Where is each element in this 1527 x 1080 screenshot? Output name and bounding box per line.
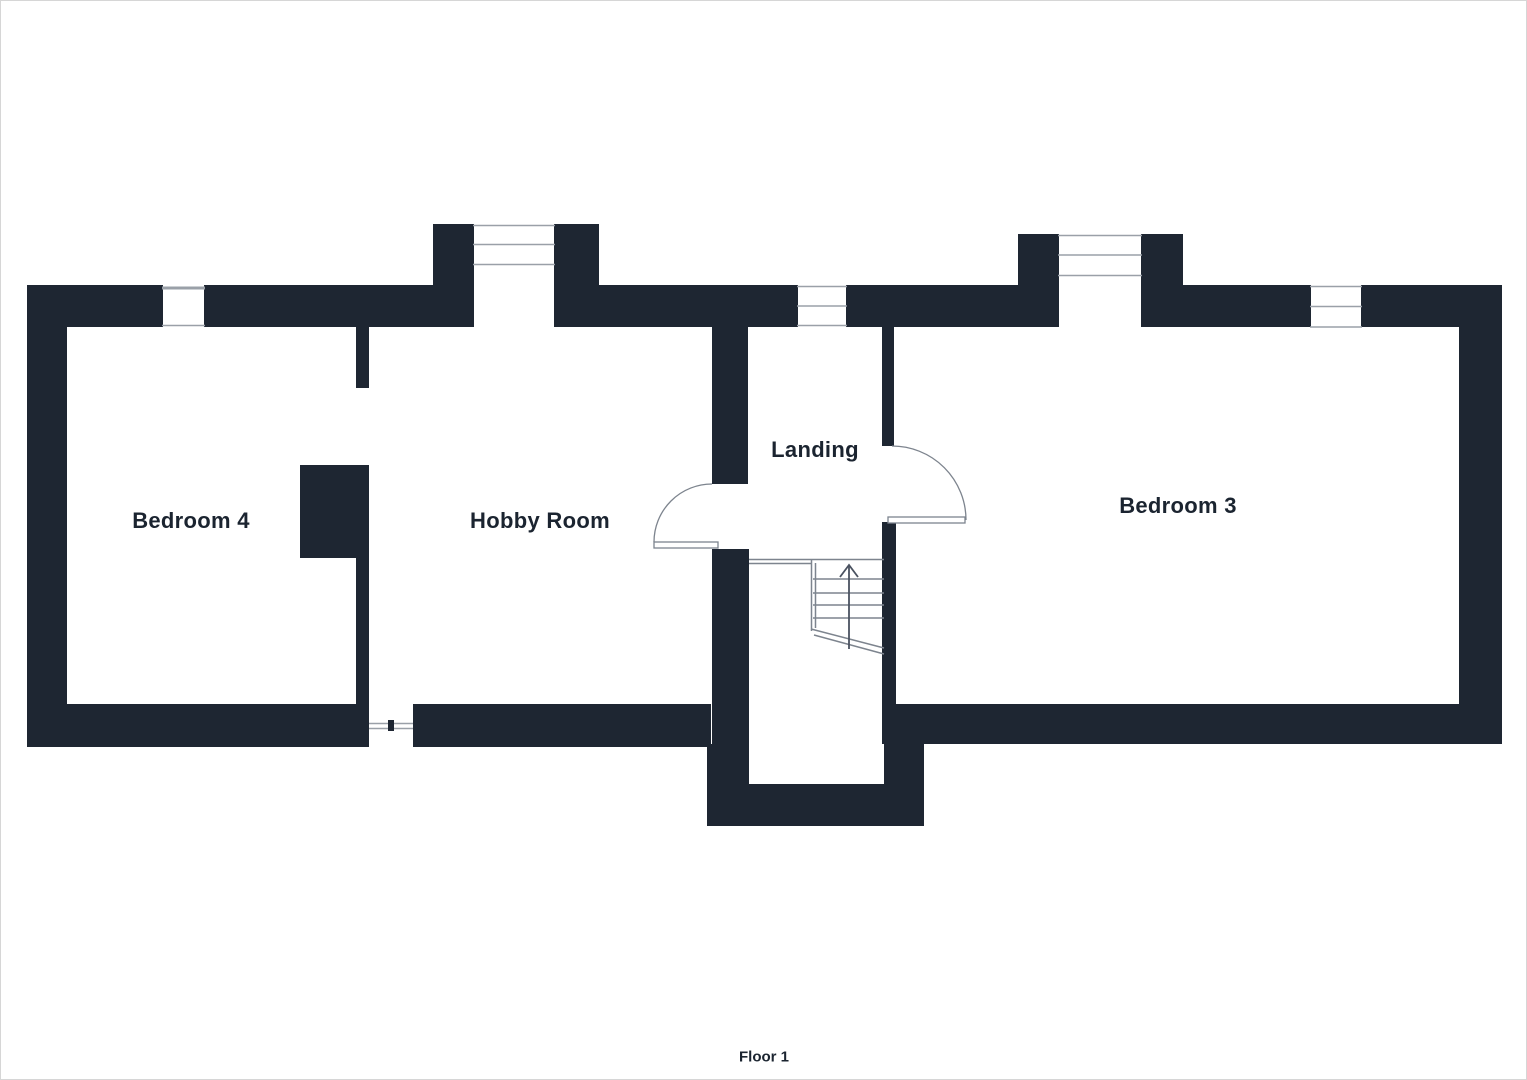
wall-bottom-bedroom4 xyxy=(27,704,369,747)
window-bottom-gap xyxy=(369,704,413,747)
wall-bottom-hobby xyxy=(413,704,711,747)
door-arc-hobby-landing xyxy=(653,483,713,543)
wall-hobby-landing-upper xyxy=(712,327,748,484)
doors xyxy=(653,445,967,549)
door-arc-landing-bedroom3 xyxy=(891,445,967,521)
door-hobby-landing xyxy=(653,483,719,549)
stairs xyxy=(749,558,885,655)
wall-top-mid-b xyxy=(846,285,1018,327)
wall-divider-stub xyxy=(356,327,369,388)
wall-landing-b3-upper xyxy=(882,327,894,446)
window-b3-bump xyxy=(1058,234,1142,277)
door-landing-bedroom3 xyxy=(887,445,967,524)
window-bedroom3-top xyxy=(1310,285,1362,328)
wall-top-bedroom4-a xyxy=(27,285,163,327)
wall-hobby-bump-right xyxy=(554,224,599,327)
wall-b3-bump-right xyxy=(1141,234,1183,327)
wall-closet-block xyxy=(300,465,369,558)
wall-outer-left xyxy=(27,285,67,747)
room-label-bedroom-4: Bedroom 4 xyxy=(132,508,250,533)
room-label-hobby-room: Hobby Room xyxy=(470,508,610,533)
window-landing-top xyxy=(797,285,847,327)
walls xyxy=(27,224,1502,826)
wall-stairwell-bump-right xyxy=(884,744,924,826)
stair-winder-line-1 xyxy=(810,628,885,649)
room-label-bedroom-3: Bedroom 3 xyxy=(1119,493,1237,518)
wall-bottom-bedroom3 xyxy=(882,704,1502,744)
wall-landing-b3-lower xyxy=(882,522,896,704)
wall-outer-right xyxy=(1459,285,1502,744)
wall-b3-bump-left xyxy=(1018,234,1059,327)
window-hobby-bump xyxy=(473,224,555,266)
wall-top-right-a xyxy=(1183,285,1311,327)
window-bedroom4-top xyxy=(162,285,205,327)
floor-label: Floor 1 xyxy=(738,1048,790,1066)
wall-top-bedroom4-b xyxy=(204,285,433,327)
stairs-up-arrow-icon xyxy=(839,563,859,649)
room-label-landing: Landing xyxy=(771,437,859,462)
wall-divider-lower xyxy=(356,558,369,747)
wall-top-mid-a xyxy=(599,285,798,327)
door-leaf-hobby-landing xyxy=(653,541,719,549)
door-leaf-landing-bedroom3 xyxy=(887,516,966,524)
wall-hobby-bump-left xyxy=(433,224,474,327)
windows xyxy=(162,224,1362,747)
